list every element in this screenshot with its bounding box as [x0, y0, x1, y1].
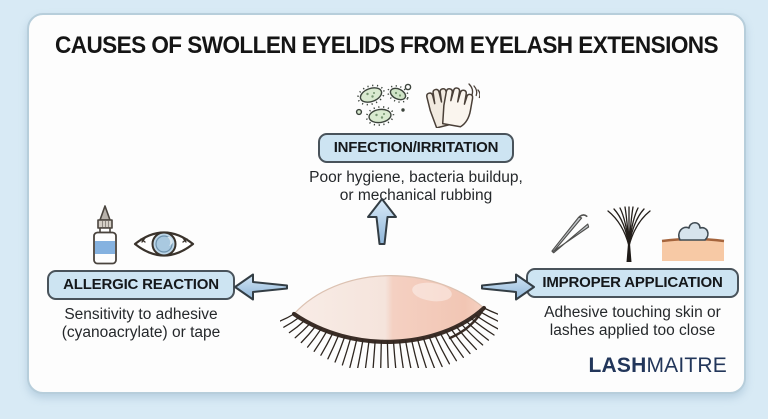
arrow-right-icon	[481, 273, 535, 301]
irritated-eye-icon	[133, 231, 194, 257]
cause-improper-description: Adhesive touching skin or lashes applied…	[525, 304, 740, 340]
bacteria-icon	[355, 83, 411, 126]
cause-infection-description: Poor hygiene, bacteria buildup, or mecha…	[276, 169, 556, 205]
glue-bottle-icon	[92, 205, 117, 265]
cause-improper-label: IMPROPER APPLICATION	[526, 268, 739, 298]
card: CAUSES OF SWOLLEN EYELIDS FROM EYELASH E…	[27, 13, 746, 394]
cause-improper-icons	[525, 205, 740, 263]
page-title: CAUSES OF SWOLLEN EYELIDS FROM EYELASH E…	[54, 32, 719, 59]
brand-logo: LASHMAITRE	[588, 354, 727, 378]
lash-fan-icon	[606, 206, 651, 262]
cause-improper: IMPROPER APPLICATION Adhesive touching s…	[525, 205, 740, 340]
cause-allergic-line1: Sensitivity to adhesive	[64, 306, 218, 323]
cause-allergic-label: ALLERGIC REACTION	[47, 270, 235, 300]
cause-infection-line2: or mechanical rubbing	[339, 187, 493, 205]
arrow-left-icon	[234, 273, 288, 301]
adhesive-on-skin-icon	[661, 221, 724, 261]
cause-infection-label: INFECTION/IRRITATION	[317, 133, 515, 163]
cause-allergic-line2: (cyanoacrylate) or tape	[61, 324, 221, 342]
rubbing-hands-icon	[425, 83, 480, 128]
tweezers-icon	[550, 214, 589, 254]
eyelid-shape	[293, 275, 485, 343]
cause-allergic: ALLERGIC REACTION Sensitivity to adhesiv…	[41, 205, 241, 342]
cause-allergic-icons	[41, 205, 241, 265]
swollen-eyelid-illustration	[280, 275, 498, 368]
brand-logo-bold: LASH	[588, 354, 647, 377]
cause-improper-line1: Adhesive touching skin or	[544, 304, 721, 321]
cause-allergic-description: Sensitivity to adhesive (cyanoacrylate) …	[41, 306, 241, 342]
cause-infection-icons	[276, 82, 556, 128]
arrow-up-icon	[367, 198, 397, 245]
cause-infection-line1: Poor hygiene, bacteria buildup,	[309, 169, 523, 186]
eyelid-highlight	[412, 282, 452, 302]
outer-corner	[448, 306, 486, 340]
eyelashes	[280, 307, 498, 368]
cause-improper-line2: lashes applied too close	[549, 322, 716, 340]
cause-infection: INFECTION/IRRITATION Poor hygiene, bacte…	[276, 82, 556, 205]
brand-logo-light: MAITRE	[646, 354, 727, 377]
